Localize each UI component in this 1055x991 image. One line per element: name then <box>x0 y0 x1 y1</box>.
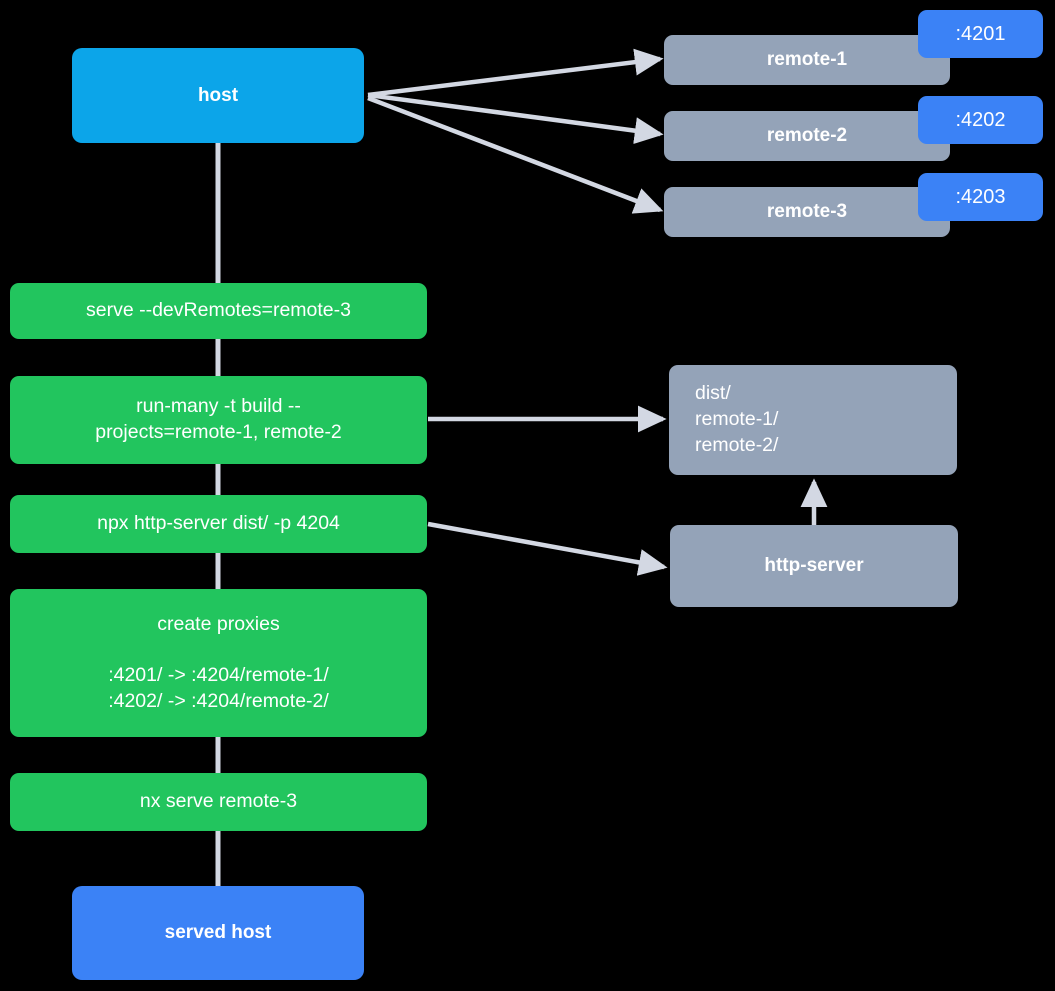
node-served-host-label: served host <box>164 922 272 944</box>
node-host-label: host <box>197 84 239 106</box>
node-command-run-many-label: run-many -t build -- projects=remote-1, … <box>95 395 342 443</box>
node-command-run-many[interactable]: run-many -t build -- projects=remote-1, … <box>10 376 427 464</box>
node-dist-folder-label: dist/ remote-1/ remote-2/ <box>695 382 779 456</box>
edge-host-remote-3 <box>367 95 664 214</box>
node-remote-1-label: remote-1 <box>766 49 848 71</box>
node-host[interactable]: host <box>72 48 364 143</box>
node-http-server[interactable]: http-server <box>670 525 958 607</box>
node-dist-folder[interactable]: dist/ remote-1/ remote-2/ <box>669 365 957 475</box>
port-badge-remote-2: :4202 <box>918 96 1043 144</box>
node-http-server-label: http-server <box>764 555 864 577</box>
node-command-npx-http-server-label: npx http-server dist/ -p 4204 <box>97 512 340 535</box>
node-remote-3-label: remote-3 <box>766 201 848 223</box>
port-badge-remote-2-label: :4202 <box>955 108 1006 131</box>
edge-host-remote-1 <box>367 48 664 98</box>
node-remote-1[interactable]: remote-1 <box>664 35 950 85</box>
edge-host-remote-2 <box>367 92 664 145</box>
port-badge-remote-3: :4203 <box>918 173 1043 221</box>
node-remote-3[interactable]: remote-3 <box>664 187 950 237</box>
node-command-serve-label: serve --devRemotes=remote-3 <box>86 299 351 322</box>
node-command-nx-serve-remote-3-label: nx serve remote-3 <box>139 790 298 813</box>
port-badge-remote-1-label: :4201 <box>955 22 1006 45</box>
node-command-serve[interactable]: serve --devRemotes=remote-3 <box>10 283 427 339</box>
node-command-nx-serve-remote-3[interactable]: nx serve remote-3 <box>10 773 427 831</box>
edge-npx-http-server <box>427 521 668 576</box>
port-badge-remote-1: :4201 <box>918 10 1043 58</box>
node-served-host[interactable]: served host <box>72 886 364 980</box>
node-command-create-proxies[interactable]: create proxies :4201/ -> :4204/remote-1/… <box>10 589 427 737</box>
node-remote-2-label: remote-2 <box>766 125 848 147</box>
node-command-npx-http-server[interactable]: npx http-server dist/ -p 4204 <box>10 495 427 553</box>
node-remote-2[interactable]: remote-2 <box>664 111 950 161</box>
node-command-create-proxies-label: create proxies :4201/ -> :4204/remote-1/… <box>108 612 329 712</box>
port-badge-remote-3-label: :4203 <box>955 185 1006 208</box>
